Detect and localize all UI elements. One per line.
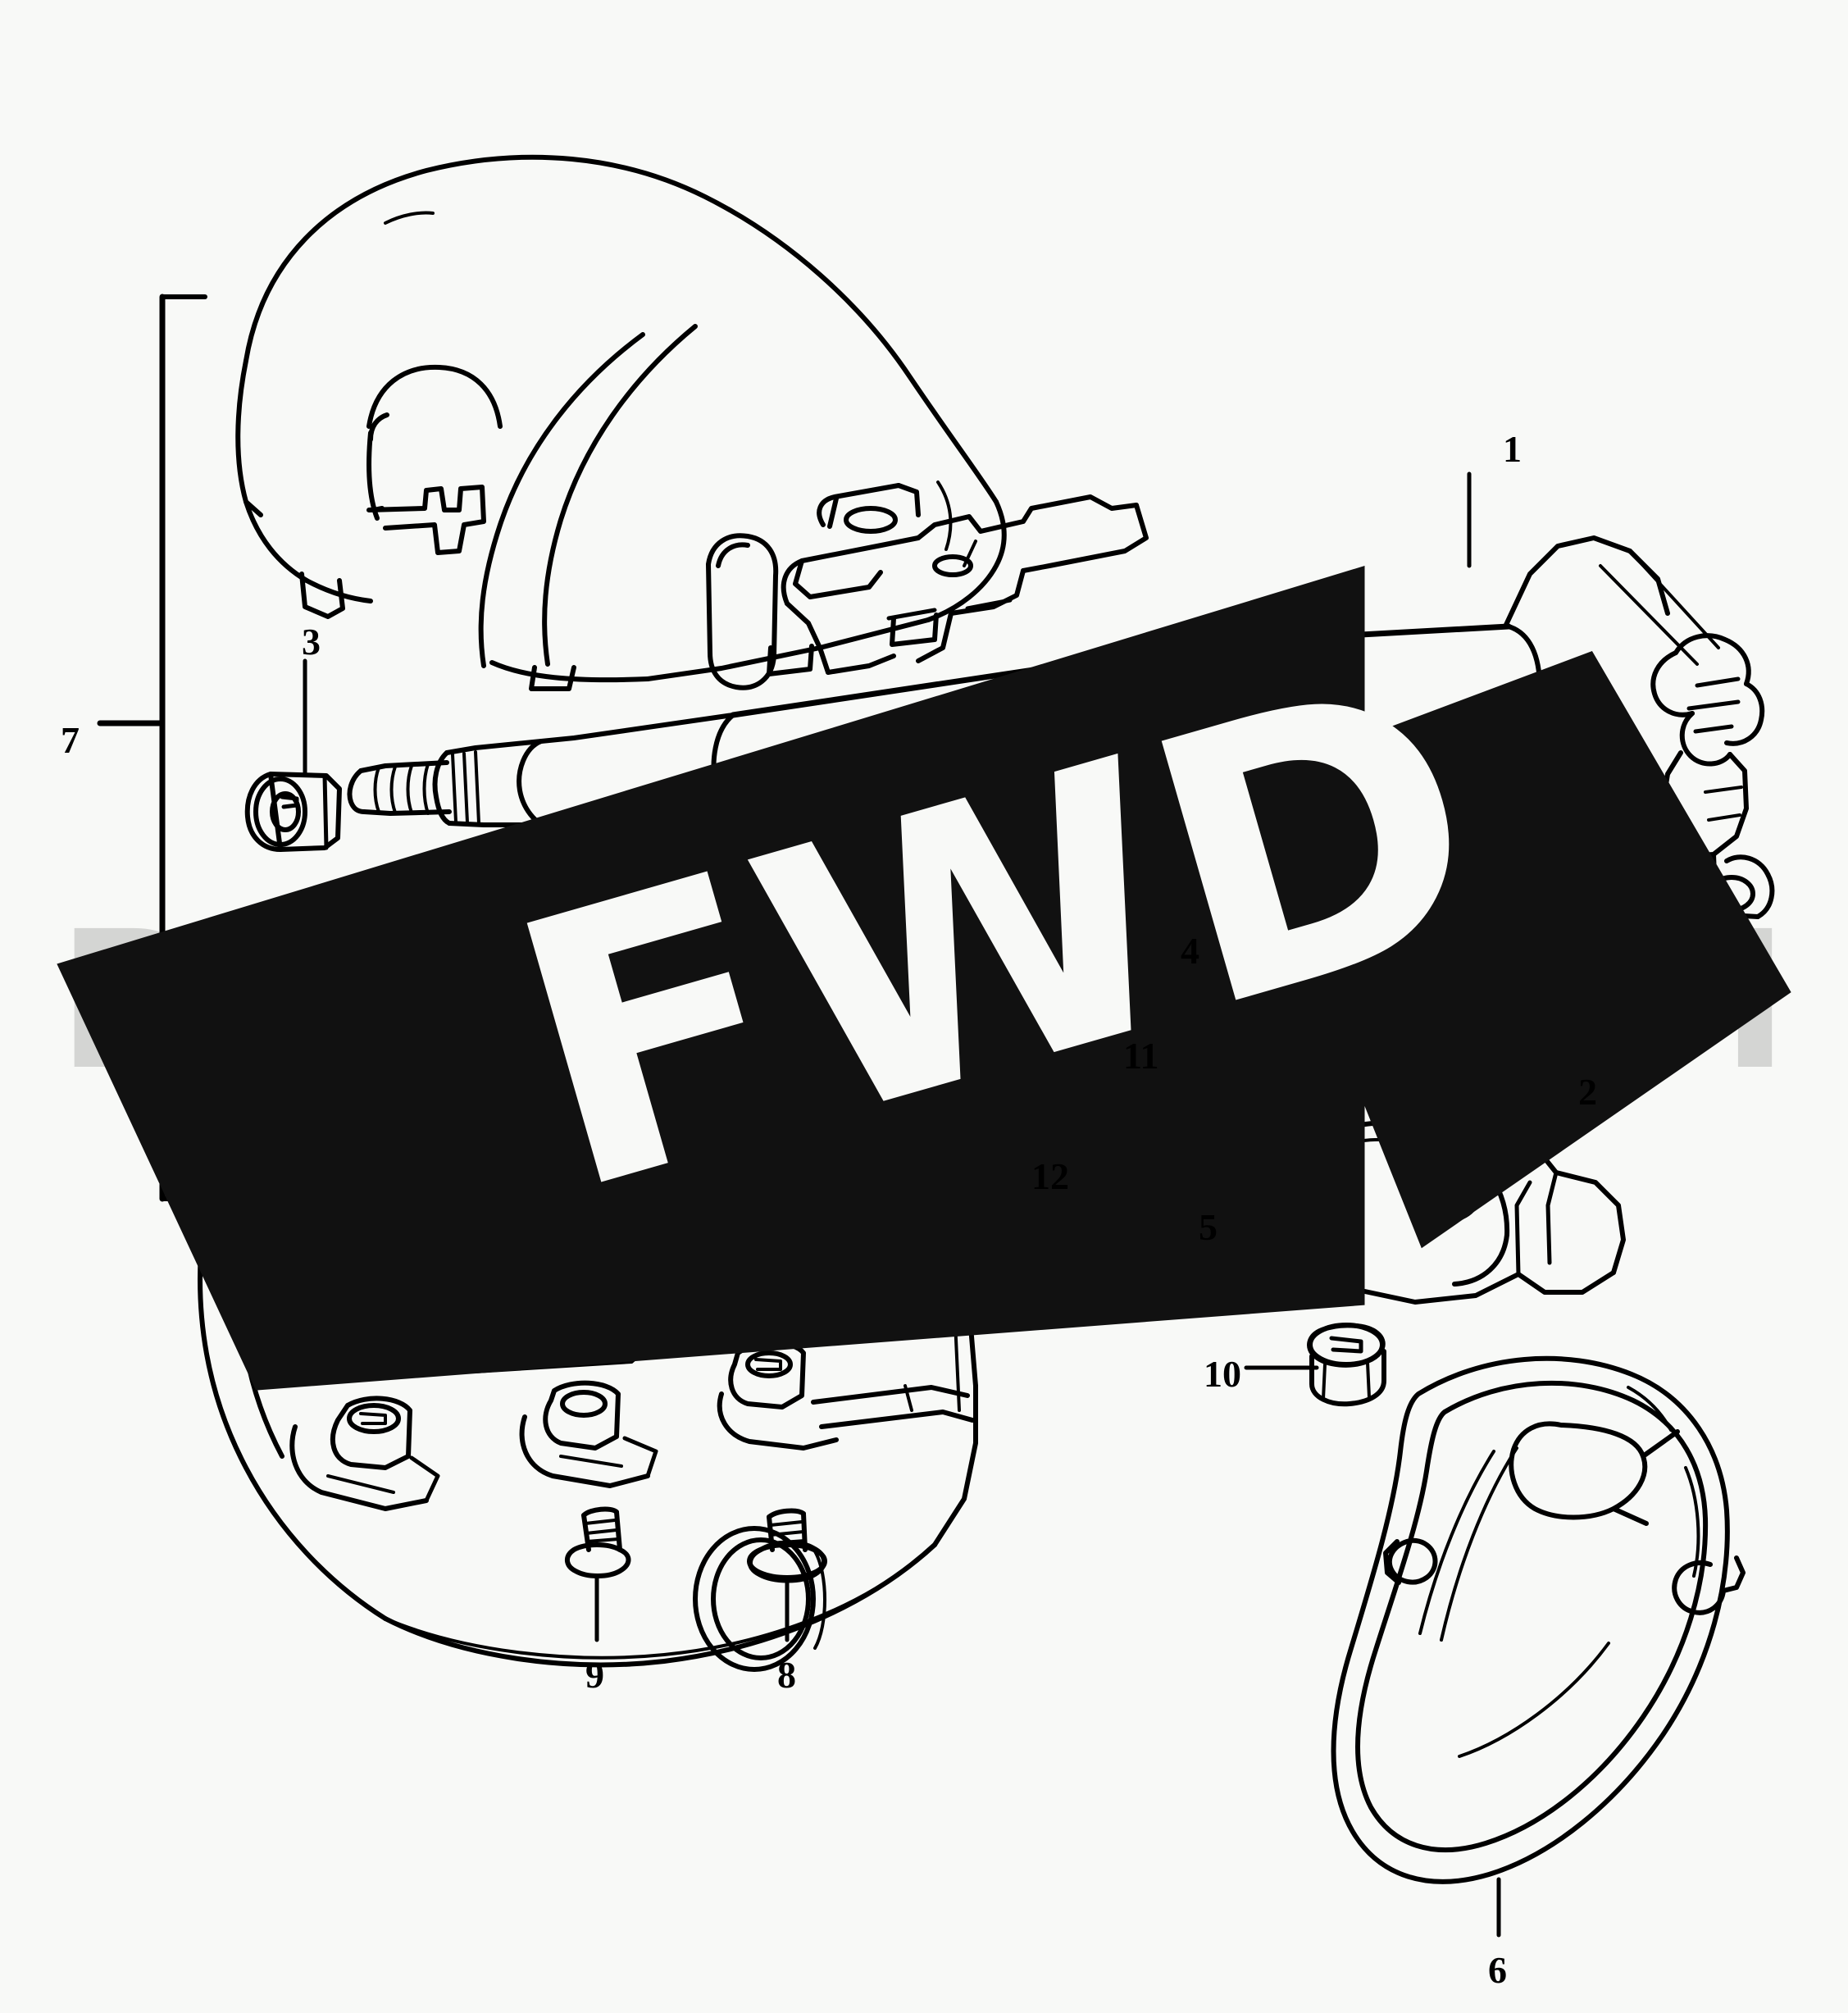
callout-10[interactable]: 10 xyxy=(1204,1353,1241,1395)
callout-6[interactable]: 6 xyxy=(1488,1949,1507,1991)
lock-nut xyxy=(1307,1323,1386,1407)
hole-cover xyxy=(1331,1355,1746,1884)
callout-11[interactable]: 11 xyxy=(1123,1035,1159,1077)
callout-3[interactable]: 3 xyxy=(302,621,321,663)
cover-screw-b xyxy=(747,1508,827,1583)
callout-7[interactable]: 7 xyxy=(61,719,80,761)
callout-5[interactable]: 5 xyxy=(1199,1206,1218,1248)
cover-screw-a xyxy=(565,1506,631,1578)
upper-column-cover xyxy=(235,154,1007,691)
callout-8[interactable]: 8 xyxy=(777,1654,796,1696)
callout-1[interactable]: 1 xyxy=(1503,428,1522,470)
callout-4[interactable]: 4 xyxy=(1181,930,1199,972)
callout-12[interactable]: 12 xyxy=(1031,1155,1069,1197)
callout-2[interactable]: 2 xyxy=(1578,1071,1597,1113)
shaft-nut xyxy=(244,772,342,852)
callout-9[interactable]: 9 xyxy=(585,1654,604,1696)
